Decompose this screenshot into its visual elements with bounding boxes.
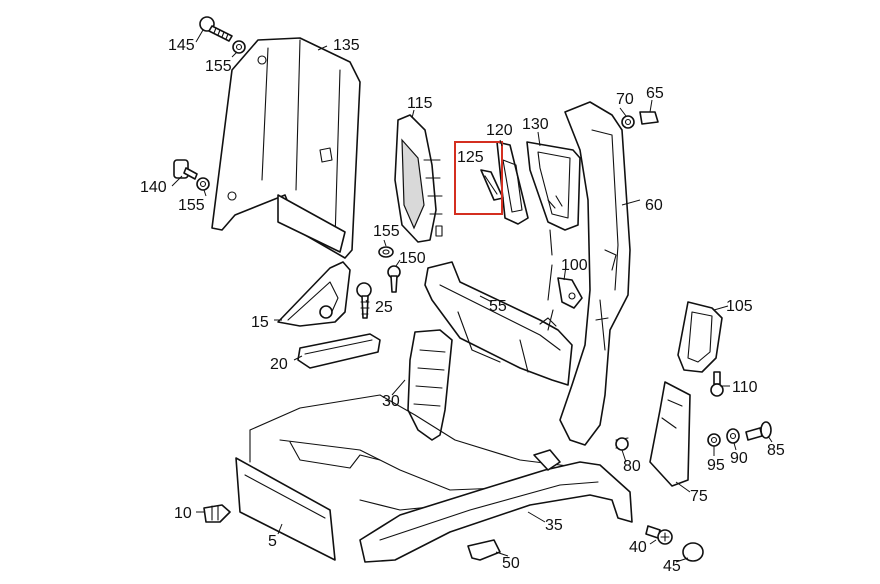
label-80: 80: [623, 458, 641, 475]
part-110-screw: [710, 371, 724, 397]
part-155-washer-top: [232, 40, 246, 54]
part-30-side-trim: [407, 329, 453, 441]
label-65: 65: [646, 85, 664, 102]
label-115: 115: [407, 95, 433, 112]
label-125: 125: [457, 149, 484, 166]
label-10: 10: [174, 505, 192, 522]
part-20-cover-strip: [297, 333, 381, 369]
leader-lines: [171, 29, 773, 563]
label-145: 145: [168, 37, 195, 54]
label-100: 100: [561, 257, 588, 274]
part-115-side-trim: [394, 114, 443, 243]
part-10-clip: [203, 504, 231, 523]
label-110: 110: [732, 379, 758, 396]
part-155-washer-left: [196, 177, 210, 191]
part-150-screw: [387, 265, 401, 293]
label-15: 15: [251, 314, 269, 331]
part-105-trim-cover: [677, 301, 723, 373]
label-155-mid: 155: [373, 223, 400, 240]
part-140-screw: [173, 159, 198, 180]
part-120-frame: [496, 141, 529, 225]
label-25: 25: [375, 299, 393, 316]
part-50-clip: [467, 539, 501, 561]
part-90-washer: [726, 428, 740, 444]
label-140: 140: [140, 179, 167, 196]
part-40-bolt: [645, 525, 673, 545]
label-85: 85: [767, 442, 785, 459]
part-135-seat-back-panel: [211, 37, 361, 259]
label-105: 105: [726, 298, 753, 315]
label-95: 95: [707, 457, 725, 474]
part-75-cover-plate: [649, 381, 691, 487]
part-labels: 145 155 135 140 155 115 120 125 130 70 6…: [140, 37, 785, 575]
part-130-bracket: [526, 141, 581, 231]
label-45: 45: [663, 558, 681, 575]
part-95-lock-washer: [707, 433, 721, 447]
part-35-side-rail: [359, 449, 633, 563]
part-55-cross-member: [424, 229, 573, 386]
part-70-screw: [621, 115, 635, 129]
part-5-front-panel: [235, 457, 336, 561]
label-55: 55: [489, 298, 507, 315]
part-155-washer-mid: [378, 246, 394, 258]
label-155-top: 155: [205, 58, 232, 75]
label-5: 5: [268, 533, 277, 550]
part-80-spring: [615, 437, 629, 451]
part-60-side-panel: [559, 101, 631, 446]
label-40: 40: [629, 539, 647, 556]
label-35: 35: [545, 517, 563, 534]
label-155-left: 155: [178, 197, 205, 214]
label-120: 120: [486, 122, 513, 139]
label-50: 50: [502, 555, 520, 572]
part-15-hinge-bracket: [277, 261, 351, 327]
label-135: 135: [333, 37, 360, 54]
part-85-bolt: [745, 421, 772, 441]
highlight-box-125: [454, 141, 503, 215]
part-145-screw: [199, 16, 233, 42]
label-60: 60: [645, 197, 663, 214]
label-20: 20: [270, 356, 288, 373]
label-70: 70: [616, 91, 634, 108]
part-65-clip: [639, 111, 659, 125]
label-75: 75: [690, 488, 708, 505]
part-100-bracket: [557, 277, 583, 309]
part-25-screw: [356, 282, 372, 319]
label-130: 130: [522, 116, 549, 133]
part-45-cap: [682, 542, 704, 562]
label-150: 150: [399, 250, 426, 267]
label-90: 90: [730, 450, 748, 467]
label-30: 30: [382, 393, 400, 410]
